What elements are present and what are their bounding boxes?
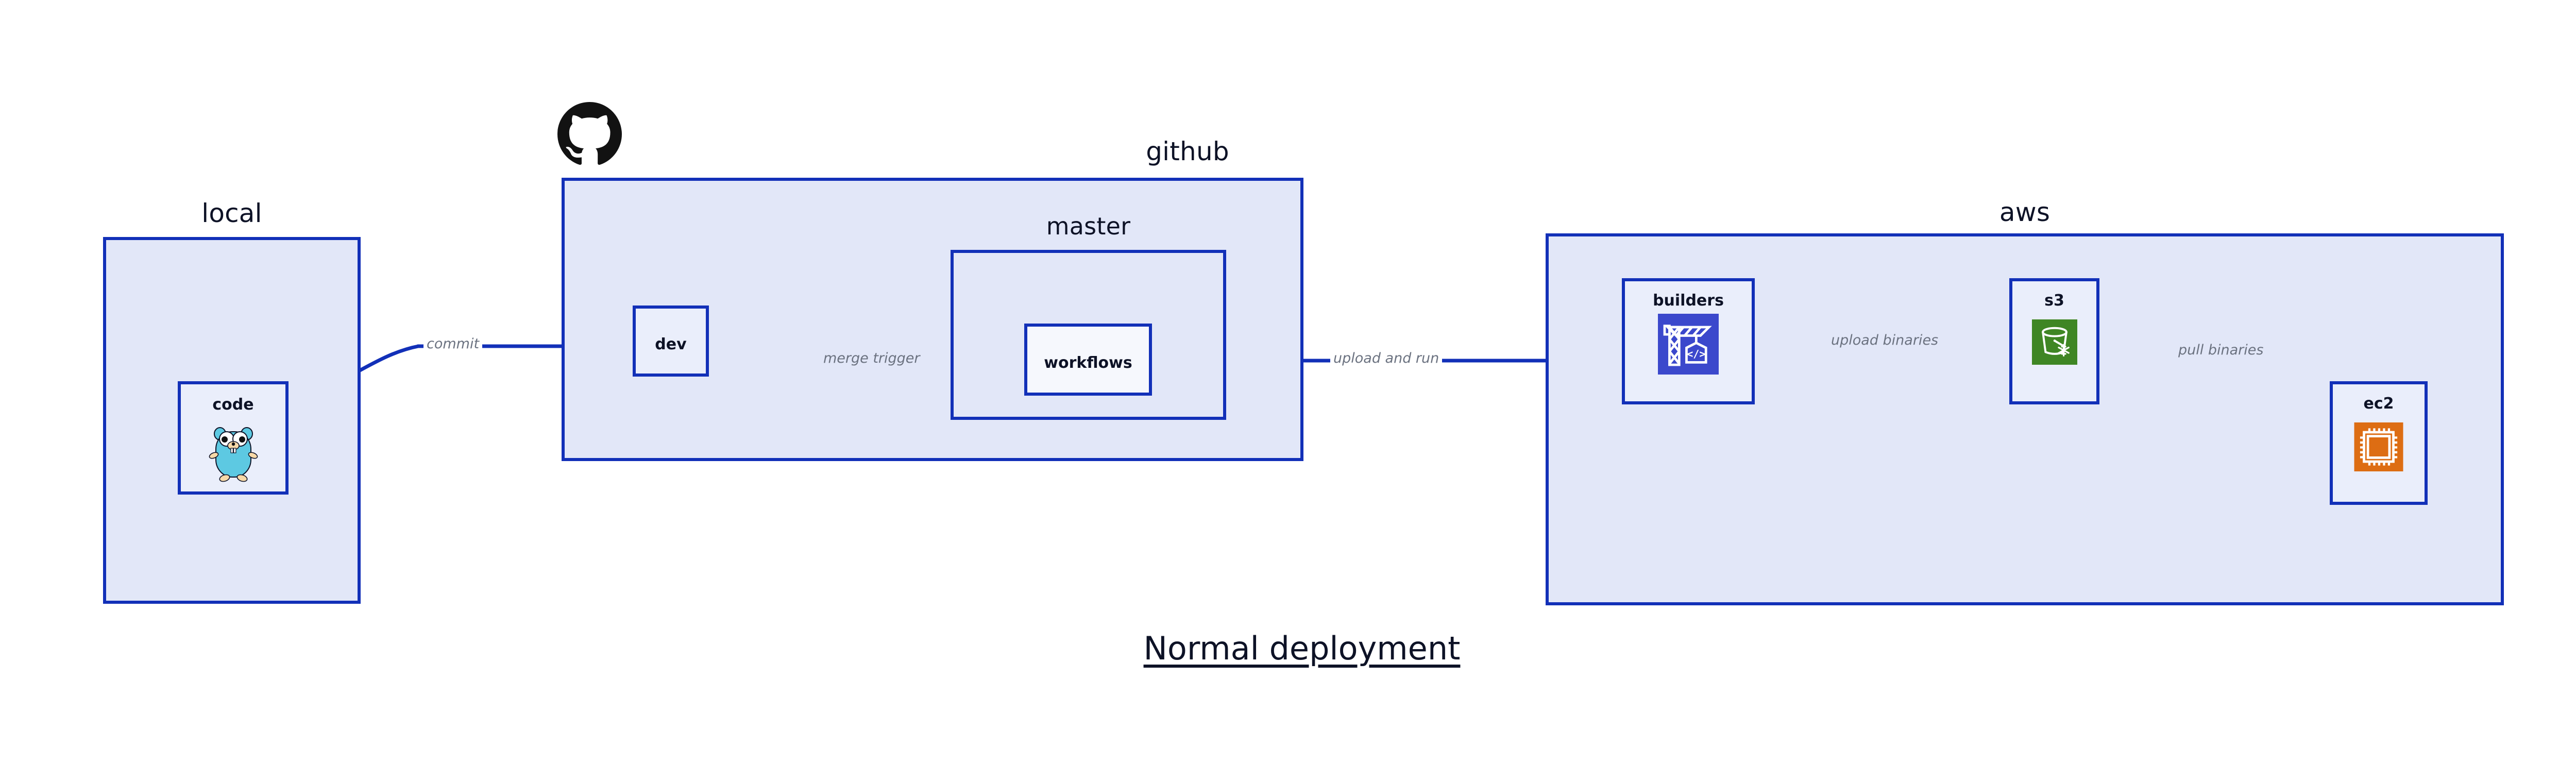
edge-label-pull-binaries: pull binaries [2175,342,2267,358]
edge-label-commit: commit [423,336,483,352]
github-octocat-logo [557,102,622,166]
node-workflows[interactable]: workflows [1024,324,1152,396]
group-master-label: master [1046,212,1131,240]
group-github-label: github [1146,137,1229,166]
edge-label-merge-trigger: merge trigger [820,350,923,366]
node-s3-label: s3 [2044,292,2064,310]
edge-label-upload-binaries: upload binaries [1828,332,1942,348]
node-s3[interactable]: s3 [2009,278,2099,404]
group-local-label: local [201,198,262,228]
node-workflows-label: workflows [1044,354,1132,372]
edge-label-upload-and-run: upload and run [1330,350,1443,366]
node-code[interactable]: code [178,381,289,495]
page-title: Normal deployment [1143,630,1461,667]
aws-ec2-icon [2354,422,2403,471]
node-builders[interactable]: builders [1622,278,1755,404]
node-ec2[interactable]: ec2 [2330,381,2428,505]
aws-codebuild-icon: </> [1658,314,1719,375]
svg-text:</>: </> [1687,348,1705,360]
group-aws-label: aws [1999,197,2050,227]
node-dev[interactable]: dev [633,305,709,377]
node-code-label: code [212,396,254,414]
node-ec2-label: ec2 [2363,395,2394,413]
aws-s3-glacier-icon [2031,319,2077,365]
node-dev-label: dev [655,335,687,353]
node-builders-label: builders [1653,292,1724,310]
go-gopher-icon [208,421,259,483]
